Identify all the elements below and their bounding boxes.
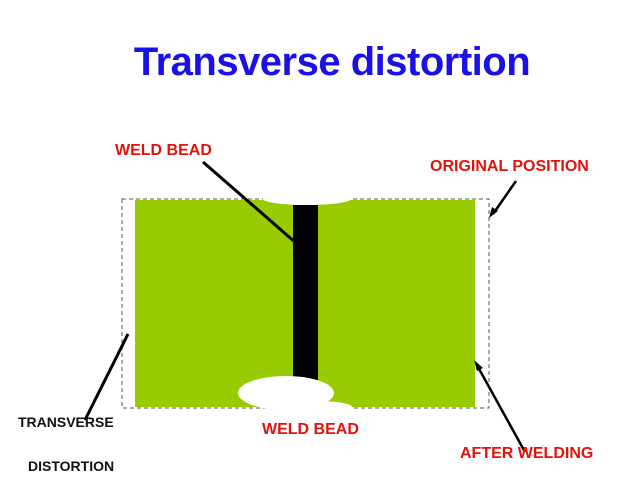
left-plate	[135, 200, 293, 407]
after-welding-leader	[476, 366, 527, 453]
original-position-leader	[491, 180, 518, 215]
weld-bead-bottom-root-tail	[284, 401, 352, 413]
weld-bead	[293, 205, 318, 385]
transverse-label: TRANSVERSE	[18, 414, 114, 430]
weld-bead-top-cap	[263, 193, 351, 205]
original-position-label: ORIGINAL POSITION	[430, 158, 589, 175]
after-welding-label: AFTER WELDING	[460, 445, 594, 462]
weld-bead-top-label: WELD BEAD	[115, 142, 212, 159]
weld-bead-bottom-label: WELD BEAD	[262, 421, 359, 438]
right-plate	[318, 200, 475, 407]
page-title: Transverse distortion	[133, 40, 531, 84]
distortion-label: DISTORTION	[28, 458, 115, 474]
transverse-leader	[83, 333, 130, 421]
after-welding-arrowhead	[474, 360, 483, 371]
original-position-arrowhead	[489, 207, 498, 218]
weld-bead-top-leader	[202, 160, 297, 245]
